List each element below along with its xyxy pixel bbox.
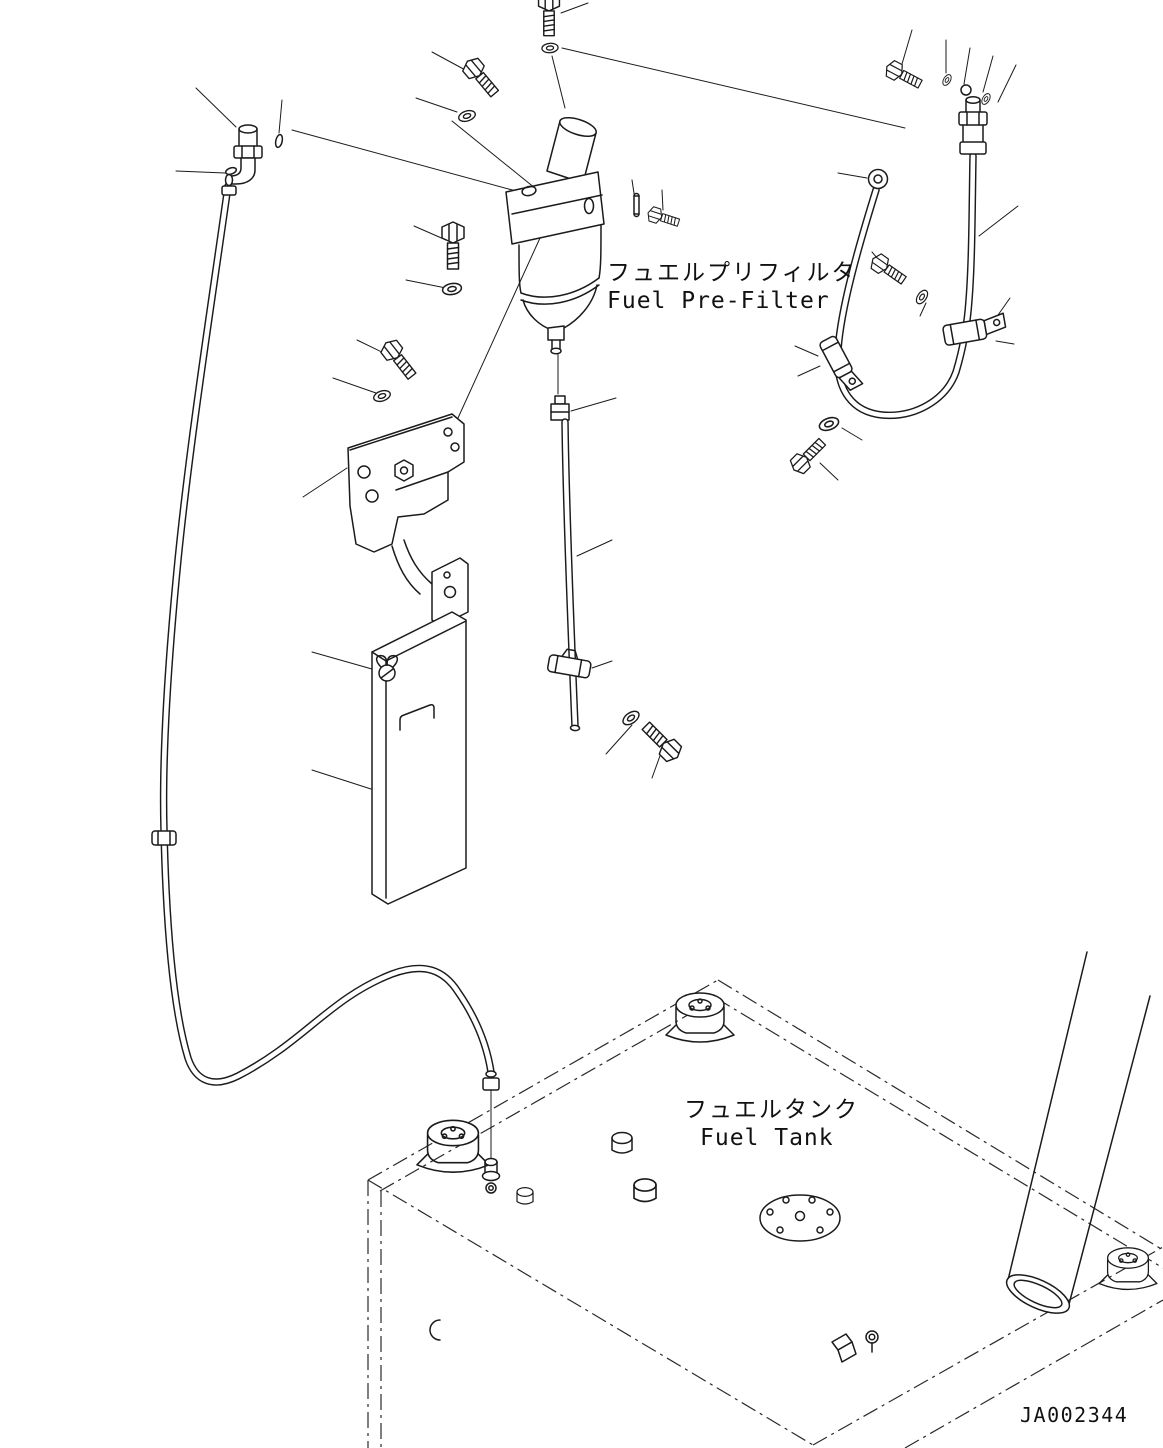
mounting-bracket [347,413,469,627]
hose-joint-collar [151,830,177,846]
hose-clamp-right [942,312,1007,346]
pre-filter-bowl [518,224,602,355]
elbow-o-rings [224,133,284,176]
hose-end-fitting [481,1070,501,1194]
wing-bolt [375,654,399,682]
bolt-filter-top [537,0,561,37]
pre-filter-label-jp: フュエルプリフィルタ [607,260,857,286]
tank-port-small-2 [633,1178,657,1203]
small-bracket-clip [831,1330,879,1363]
fuel-tank-label-jp: フュエルタンク [684,1097,859,1123]
washer-2 [540,42,560,54]
pre-filter-head [505,171,605,245]
bolt-filter-left [459,54,503,101]
pre-filter-label-en: Fuel Pre-Filter [607,288,830,314]
filler-cap-right [1098,1247,1158,1291]
bolt-return-mid [867,251,910,289]
ball-check [960,84,972,96]
fuel-tank-label-en: Fuel Tank [700,1125,834,1151]
tube-clamp [547,648,592,679]
washer-3 [440,281,464,297]
cover-plate [371,611,467,905]
bolt-tube-clamp [637,717,686,766]
washer-7 [940,72,954,88]
washer-5 [619,707,643,729]
bolt-return-top [882,58,925,93]
return-hose-assembly [819,84,1007,420]
drawing-number: JA002344 [1020,1403,1128,1427]
washer-4 [371,387,393,405]
bolt-bracket-vertical [441,221,465,270]
bolt-bracket-angled [377,336,421,383]
washer-9 [816,414,842,434]
washer-6 [913,287,931,307]
washer-8 [979,91,993,107]
washer-1 [456,107,478,125]
s-hook [429,1319,441,1341]
bolt-return-bottom [786,434,830,478]
bracket-strap [391,539,469,627]
access-cover-plate [759,1194,841,1242]
tank-port-small-1 [611,1131,633,1154]
tank-port-small-3 [516,1186,534,1205]
roll-pin [633,192,640,218]
filler-cap-left [416,1119,490,1174]
elbow-fitting [221,124,263,196]
leader-lines [175,2,1019,790]
banjo-eye-fitting [867,168,889,190]
fuel-suction-hose [151,182,501,1194]
drain-tube [547,395,592,732]
fuel-pre-filter [505,117,605,355]
pre-filter-inlet-tube [546,117,597,184]
filler-cap-top [665,992,735,1043]
hose-clamp-left [819,335,864,391]
exhaust-tube [1005,951,1151,1314]
fuel-tank [367,951,1163,1448]
return-elbow-fitting [958,96,988,155]
